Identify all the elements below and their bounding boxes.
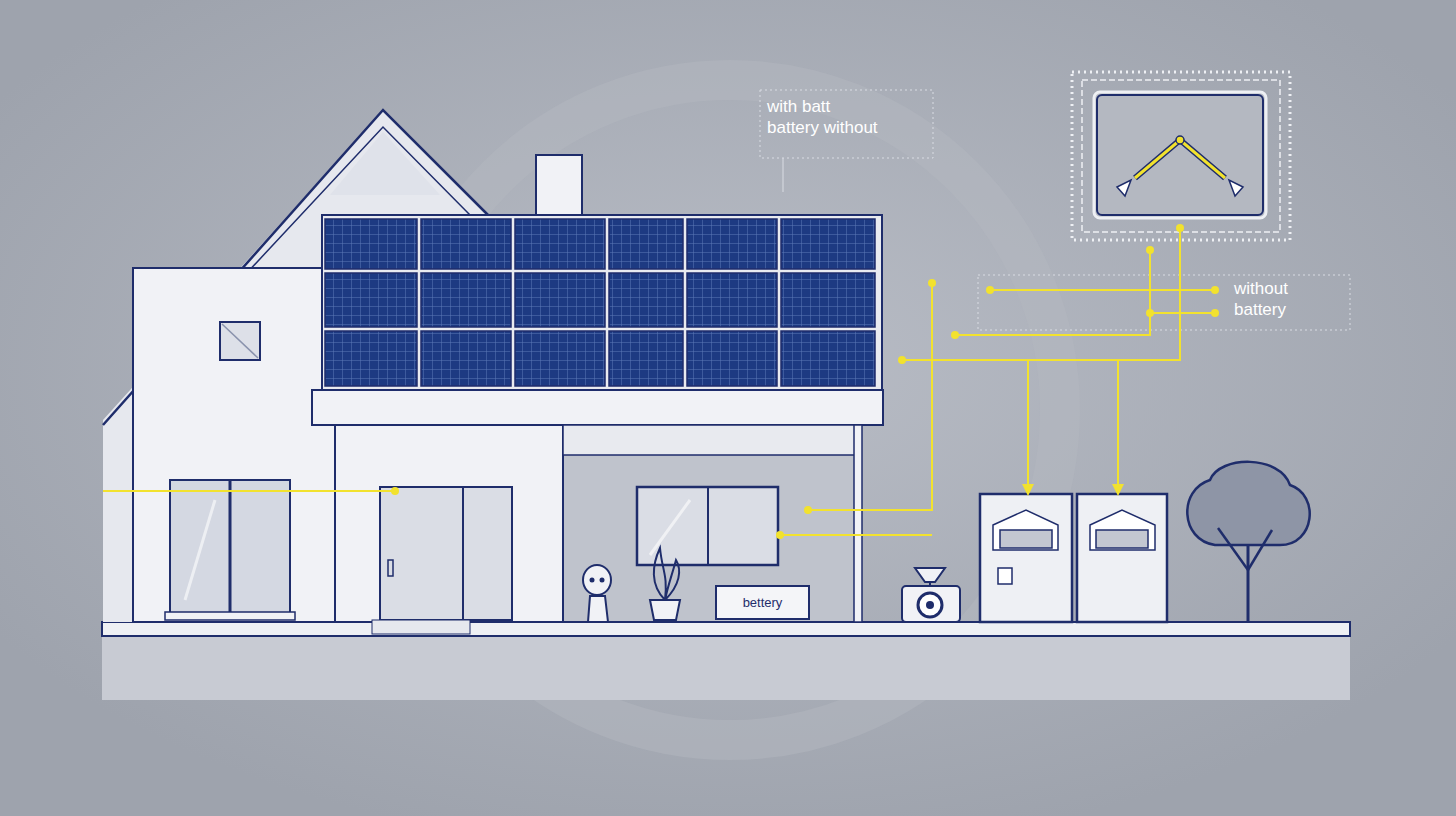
solar-panel [609, 273, 683, 327]
solar-panel [515, 331, 605, 386]
solar-panel [515, 219, 605, 269]
wire-label: with batt battery without [767, 96, 881, 138]
solar-panel [687, 219, 777, 269]
solar-panel [781, 219, 875, 269]
solar-panel [781, 331, 875, 386]
solar-panel [515, 273, 605, 327]
solar-panel [325, 219, 417, 269]
solar-panel [609, 331, 683, 386]
solar-panel [325, 273, 417, 327]
solar-panel [325, 331, 417, 386]
solar-panel [687, 331, 777, 386]
solar-panel [421, 331, 511, 386]
solar-panel [421, 273, 511, 327]
solar-panel [781, 273, 875, 327]
solar-panel [421, 219, 511, 269]
node-text: bettery [743, 595, 783, 610]
solar-panel [687, 273, 777, 327]
battery-box: bettery [715, 585, 810, 620]
wire-label: without battery [1234, 278, 1308, 320]
solar-panel [609, 219, 683, 269]
